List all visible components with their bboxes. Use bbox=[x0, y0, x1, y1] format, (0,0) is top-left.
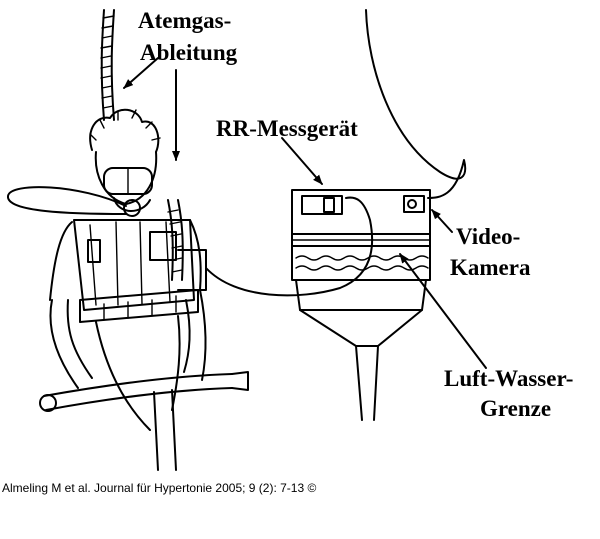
label-video-line2: Kamera bbox=[450, 255, 531, 280]
label-atemgas-line2: Ableitung bbox=[140, 40, 238, 65]
label-atemgas-line1: Atemgas- bbox=[138, 8, 231, 33]
breathing-gas-hose bbox=[100, 9, 115, 121]
label-video-line1: Video- bbox=[456, 224, 520, 249]
label-luft-wasser-line2: Grenze bbox=[480, 396, 551, 421]
citation-caption: Almeling M et al. Journal für Hypertonie… bbox=[2, 481, 317, 495]
rr-cable bbox=[205, 196, 374, 297]
measurement-box bbox=[291, 189, 431, 421]
camera-cable bbox=[365, 9, 467, 199]
label-luft-wasser-line1: Luft-Wasser- bbox=[444, 366, 573, 391]
diver-figure bbox=[7, 108, 249, 471]
annotation-arrows bbox=[123, 57, 487, 369]
label-rr-messgeraet: RR-Messgerät bbox=[216, 116, 358, 141]
